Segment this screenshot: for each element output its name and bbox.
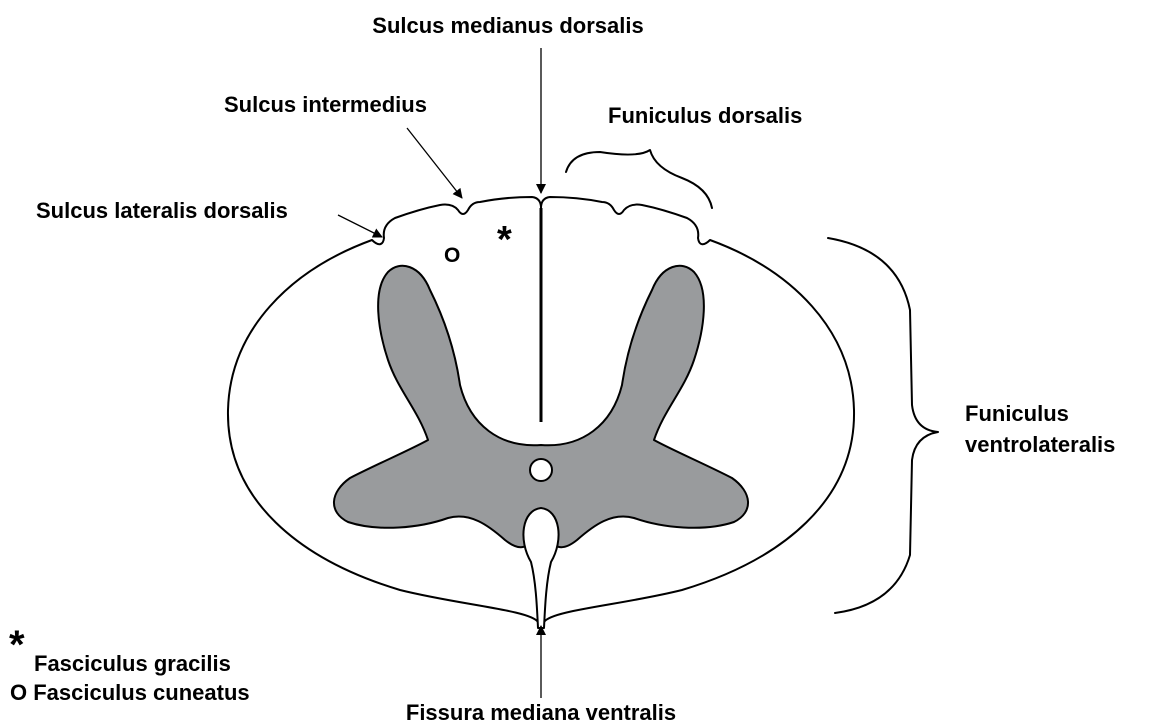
- label-sulcus-intermedius: Sulcus intermedius: [224, 92, 427, 117]
- fasciculus-cuneatus-marker: O: [444, 244, 460, 267]
- ventral-median-fissure: [523, 508, 558, 628]
- funiculus-ventrolateralis-brace: [828, 238, 938, 613]
- label-funiculus-ventrolateralis-line2: ventrolateralis: [965, 432, 1115, 457]
- label-sulcus-medianus-dorsalis: Sulcus medianus dorsalis: [372, 13, 643, 38]
- legend-asterisk-symbol: *: [9, 623, 25, 667]
- arrow-sulcus-intermedius: [407, 128, 462, 198]
- arrow-sulcus-lateralis-dorsalis: [338, 215, 382, 237]
- label-fissura-mediana-ventralis: Fissura mediana ventralis: [406, 700, 676, 725]
- label-funiculus-ventrolateralis-line1: Funiculus: [965, 401, 1069, 426]
- central-canal: [530, 459, 552, 481]
- label-funiculus-dorsalis: Funiculus dorsalis: [608, 103, 802, 128]
- label-sulcus-lateralis-dorsalis: Sulcus lateralis dorsalis: [36, 198, 288, 223]
- fasciculus-gracilis-marker: *: [497, 219, 512, 261]
- legend-fasciculus-cuneatus: O Fasciculus cuneatus: [10, 680, 250, 705]
- legend-fasciculus-gracilis: Fasciculus gracilis: [34, 651, 231, 676]
